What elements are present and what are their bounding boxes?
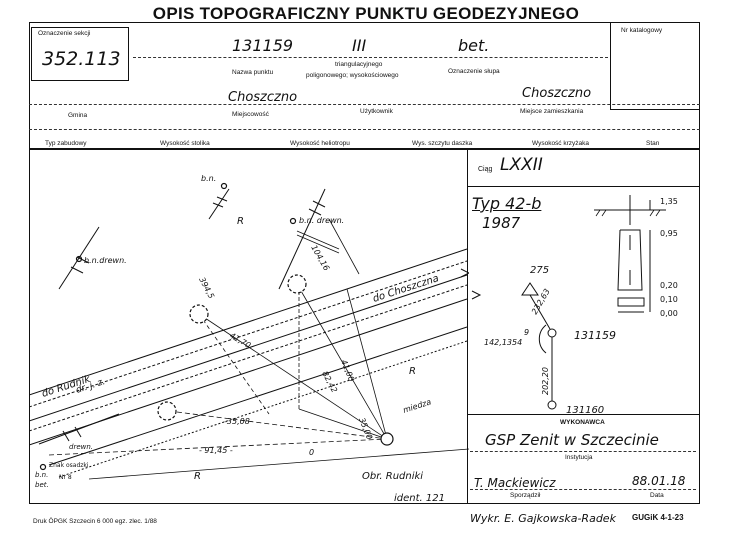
network-label-1: triangulacyjnego	[335, 61, 383, 68]
body-frame	[29, 149, 700, 504]
net-node-top: 275	[530, 265, 549, 276]
sketch-d-4100: 41,00	[339, 358, 356, 383]
sketch-bn1: b.n.	[201, 174, 216, 183]
attr-cross-height: Wysokość krzyżaka	[532, 140, 590, 147]
network-label-2: poligonowego; wysokościowego	[306, 72, 399, 79]
attr-building-type: Typ zabudowy	[45, 140, 87, 147]
attr-state: Stan	[646, 140, 660, 147]
author-line	[470, 489, 696, 490]
sketch-obr: Obr. Rudniki	[362, 471, 423, 482]
residence-label: Miejsce zamieszkania	[520, 108, 584, 115]
net-angle-label: 9	[524, 328, 529, 337]
inst-label: Instytucja	[565, 454, 593, 461]
section-label: Oznaczenie sekcji	[38, 30, 91, 37]
dim-d4: 0,00	[660, 309, 678, 318]
sketch-ident: ident. 121	[394, 493, 445, 504]
line-3	[29, 129, 700, 130]
sketch-bn2: b.n. drewn.	[299, 216, 344, 225]
sketch-bn3: b.n.drewn.	[84, 256, 127, 265]
locality-label: Miejscowość	[232, 111, 269, 118]
point-name-label: Nazwa punktu	[232, 69, 274, 76]
author-value: T. Mackiewicz	[474, 476, 556, 490]
net-point-mid: 131159	[574, 329, 616, 342]
section-value: 352.113	[42, 48, 121, 70]
date-value: 88.01.18	[632, 474, 686, 488]
net-angle-value: 142,1354	[484, 338, 522, 347]
sketch-bet: bet.	[35, 481, 49, 489]
line-1	[133, 57, 608, 58]
attr-heliotrope-height: Wysokość heliotropu	[290, 140, 350, 147]
date-label: Data	[650, 492, 664, 499]
dim-d1: 0,95	[660, 229, 678, 238]
point-class-value: III	[352, 36, 367, 55]
sketch-bn4: b.n.	[35, 471, 48, 479]
sketch-r3: R	[194, 471, 201, 482]
sketch-r1: R	[237, 216, 244, 227]
line-2	[29, 104, 700, 105]
topographic-sketch: R R R b.n. b.n. drewn. b.n.drewn. 104,16…	[29, 174, 469, 504]
sketch-nr: Nr 8	[59, 474, 72, 481]
footer-form: GUGiK 4-1-23	[632, 513, 684, 522]
dim-d2: 0,20	[660, 281, 678, 290]
section-box: Oznaczenie sekcji 352.113	[31, 27, 129, 81]
sketch-d-8242: 82,42	[320, 370, 339, 394]
net-point-bottom: 131160	[566, 405, 604, 415]
exec-value: GSP Zenit w Szczecinie	[485, 431, 659, 449]
net-dist-1: 232,63	[530, 287, 552, 316]
author-label: Sporządził	[510, 492, 541, 499]
exec-label: WYKONAWCA	[560, 419, 605, 426]
type-value: Typ 42-b	[472, 194, 542, 213]
sketch-r2: R	[409, 366, 416, 377]
net-dist-2: 202,20	[541, 367, 550, 395]
catalog-box: Nr katalogowy	[610, 22, 700, 110]
sketch-znak: Znak osadzki	[49, 462, 89, 469]
footer-print: Druk ÖPGK Szczecin 6 000 egz. zlec. 1/88	[33, 518, 157, 525]
sketch-d-0: 0	[309, 448, 314, 457]
gmina-value: Choszczno	[228, 90, 298, 105]
dim-d3: 0,10	[660, 295, 678, 304]
gmina-label: Gmina	[68, 112, 88, 119]
sketch-d-3508: -35,08	[224, 417, 250, 426]
attr-table-height: Wysokość stolika	[160, 140, 210, 147]
dim-top: 1,35	[660, 197, 678, 206]
exec-line	[470, 451, 696, 452]
ciag-label: Ciąg	[478, 166, 493, 173]
footer-wykr: Wykr. E. Gajkowska-Radek	[470, 512, 616, 525]
point-name-value: 131159	[232, 36, 294, 55]
sketch-d-9145: - 91,45 -	[199, 446, 233, 455]
user-label: Użytkownik	[360, 108, 393, 115]
marker-value: bet.	[458, 36, 490, 55]
right-panel-divider	[467, 149, 468, 504]
marker-label: Oznaczenie słupa	[448, 68, 500, 75]
right-panel-row2	[467, 414, 700, 415]
catalog-label: Nr katalogowy	[621, 27, 663, 34]
sketch-miedza: miedza	[402, 397, 433, 415]
page-title: OPIS TOPOGRAFICZNY PUNKTU GEODEZYJNEGO	[152, 4, 580, 23]
network-diagram: 275 232,63 9 142,1354 131159 202,20 1311…	[471, 265, 616, 415]
year-value: 1987	[482, 214, 521, 232]
user-value: Choszczno	[522, 86, 592, 101]
sketch-d-394: 394,5	[197, 276, 216, 300]
sketch-drewn: drewn.	[69, 443, 93, 451]
monument-diagram: 1,35 0,95 0,20 0,10 0,00	[594, 195, 678, 318]
ciag-value: LXXII	[500, 155, 543, 175]
right-panel-row1	[467, 186, 700, 187]
attr-roof-height: Wys. szczytu daszka	[412, 140, 473, 147]
